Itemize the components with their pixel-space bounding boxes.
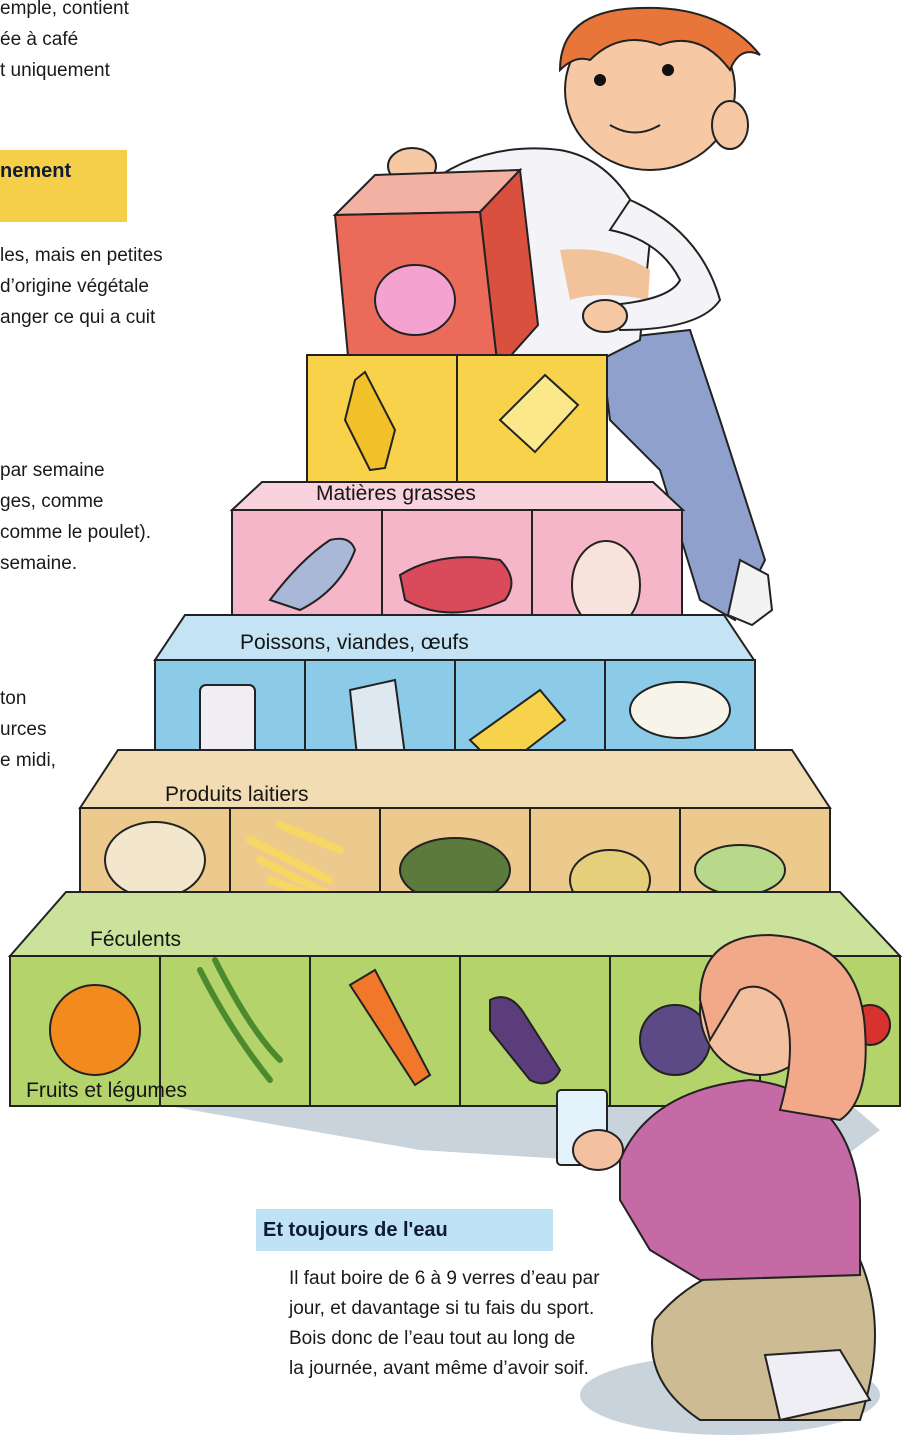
water-line-1: Il faut boire de 6 à 9 verres d’eau par [289, 1267, 600, 1290]
bread-icon [105, 822, 205, 898]
water-line-3: Bois donc de l’eau tout au long de [289, 1327, 575, 1350]
beans-icon [695, 845, 785, 895]
yogurt-icon [200, 685, 255, 760]
label-fruits-veg: Fruits et légumes [26, 1079, 187, 1103]
water-line-2: jour, et davantage si tu fais du sport. [289, 1297, 594, 1320]
camembert-icon [630, 682, 730, 738]
boy-hand [583, 300, 627, 332]
held-cube [335, 170, 538, 378]
meat-icon [400, 557, 511, 612]
label-starches: Féculents [90, 928, 181, 952]
cube-circle [375, 265, 455, 335]
boy-ear [712, 101, 748, 149]
label-fats: Matières grasses [316, 482, 476, 506]
water-title: Et toujours de l'eau [263, 1218, 448, 1242]
boy-eye [594, 74, 606, 86]
label-dairy: Produits laitiers [165, 783, 309, 807]
orange-icon [50, 985, 140, 1075]
label-proteins: Poissons, viandes, œufs [240, 631, 469, 655]
girl-hand [573, 1130, 623, 1170]
water-line-4: la journée, avant même d’avoir soif. [289, 1357, 589, 1380]
boy-eye-2 [662, 64, 674, 76]
